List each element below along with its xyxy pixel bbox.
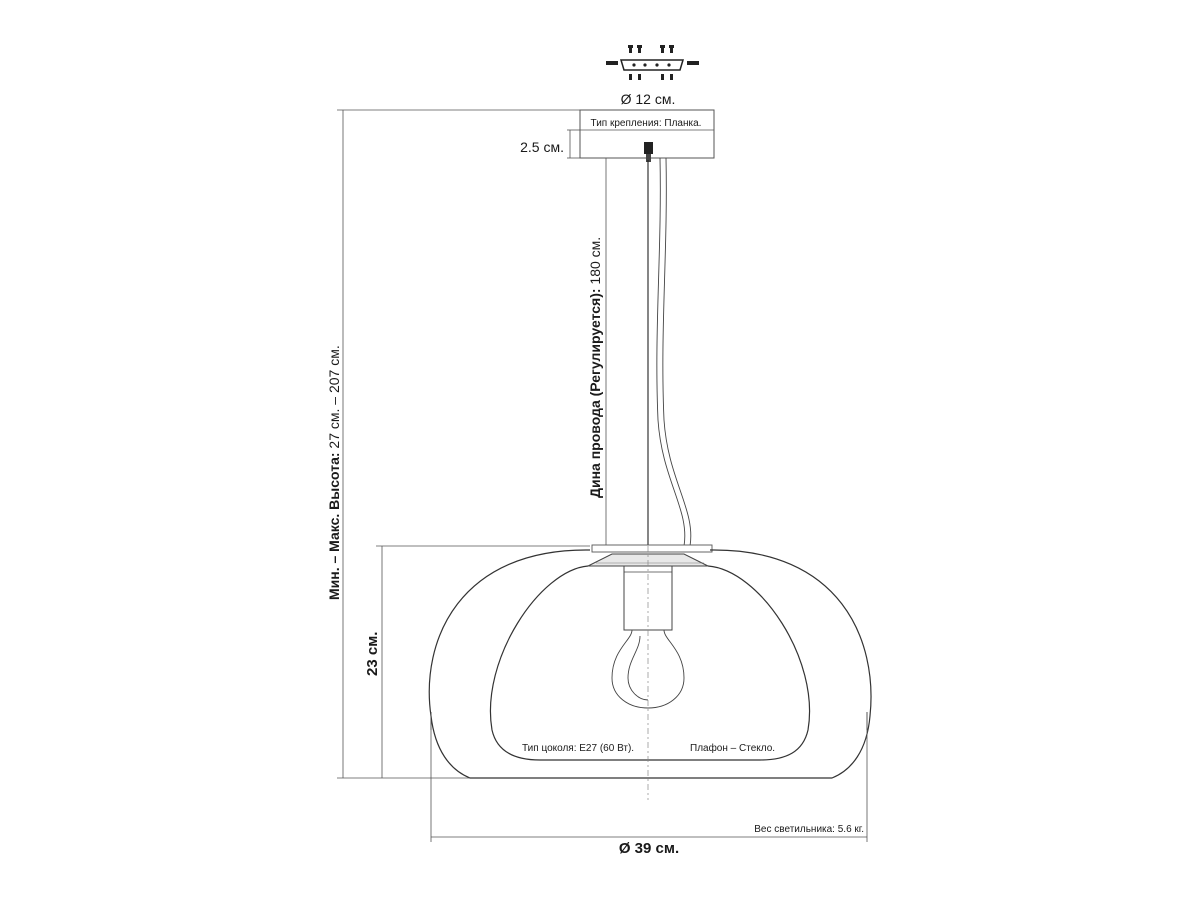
shade-height-label: 23 см. bbox=[364, 632, 381, 676]
shade-diameter-label: Ø 39 см. bbox=[619, 840, 679, 857]
mount-type-label: Тип крепления: Планка. bbox=[591, 118, 702, 129]
canopy bbox=[579, 109, 715, 162]
suspension-cord bbox=[647, 157, 692, 547]
canopy-height-dimension bbox=[567, 129, 580, 159]
mounting-bracket bbox=[606, 45, 699, 80]
socket-type-label: Тип цоколя: E27 (60 Вт). bbox=[522, 743, 634, 754]
canopy-diameter-label: Ø 12 см. bbox=[621, 91, 676, 107]
height-range-label: Мин. – Макс. Высота: 27 см. – 207 см. bbox=[326, 345, 342, 600]
shade-diameter-dimension bbox=[430, 730, 868, 842]
cord-length-dimension bbox=[600, 157, 612, 546]
weight-label: Вес светильника: 5.6 кг. bbox=[754, 824, 864, 835]
shade-height-dimension bbox=[376, 545, 590, 778]
cord-length-label: Дина провода (Регулируется): 180 см. bbox=[587, 237, 603, 498]
canopy-height-label: 2.5 см. bbox=[520, 139, 564, 155]
shade-material-label: Плафон – Стекло. bbox=[690, 742, 775, 754]
overall-height-dimension bbox=[337, 109, 580, 779]
